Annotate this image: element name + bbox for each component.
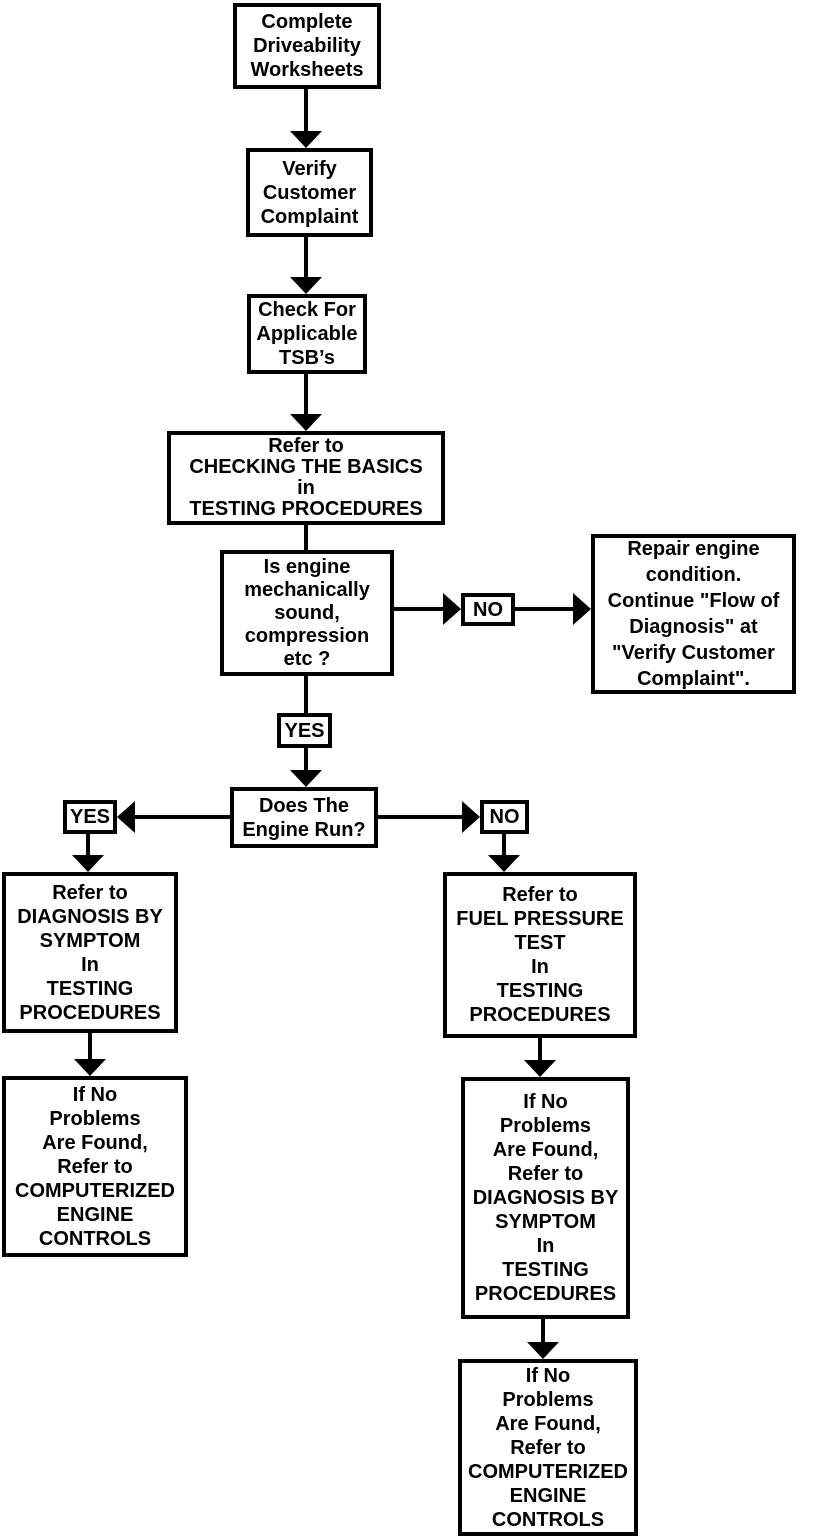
connector-engine-sound-to-no	[394, 607, 444, 611]
arrowhead-down-tsbs-to-basics	[290, 414, 322, 431]
node-if-no-problems-diagnosis-by-symptom: If No Problems Are Found, Refer to DIAGN…	[461, 1077, 630, 1319]
connector-no-to-fuel-pressure	[502, 834, 506, 856]
connector-no-to-repair	[515, 607, 574, 611]
connector-engine-run-to-no	[378, 815, 463, 819]
arrowhead-down-no-to-fuel-pressure	[488, 855, 520, 872]
node-is-engine-mechanically-sound: Is engine mechanically sound, compressio…	[220, 550, 394, 676]
node-refer-checking-the-basics: Refer to CHECKING THE BASICS in TESTING …	[167, 431, 445, 525]
node-complete-driveability-worksheets: Complete Driveability Worksheets	[233, 3, 381, 89]
connector-fuel-pressure-to-diagnosis-symptom	[538, 1038, 542, 1061]
arrowhead-down-diagnosis-symptom-to-computerized-left	[74, 1059, 106, 1076]
arrowhead-down-verify-to-tsbs	[290, 277, 322, 294]
node-refer-fuel-pressure-test: Refer to FUEL PRESSURE TEST In TESTING P…	[443, 872, 637, 1038]
arrowhead-right-engine-run-to-no	[462, 801, 480, 833]
arrowhead-right-no-to-repair	[573, 593, 591, 625]
label-yes-engine-sound: YES	[277, 713, 332, 748]
label-no-engine-sound: NO	[461, 593, 515, 626]
connector-worksheets-to-verify	[304, 89, 308, 132]
connector-diagnosis-symptom-to-computerized-left	[88, 1033, 92, 1060]
arrowhead-down-yes-to-diagnosis-symptom	[72, 855, 104, 872]
arrowhead-down-yes-to-engine-run	[290, 770, 322, 787]
connector-diagnosis-symptom-to-computerized-right	[541, 1319, 545, 1343]
node-does-the-engine-run: Does The Engine Run?	[230, 787, 378, 848]
node-refer-diagnosis-by-symptom: Refer to DIAGNOSIS BY SYMPTOM In TESTING…	[2, 872, 178, 1033]
node-if-no-problems-computerized-right: If No Problems Are Found, Refer to COMPU…	[458, 1359, 638, 1536]
label-yes-engine-run: YES	[63, 800, 117, 834]
connector-tsbs-to-basics	[304, 374, 308, 415]
node-if-no-problems-computerized-left: If No Problems Are Found, Refer to COMPU…	[2, 1076, 188, 1257]
node-repair-engine-condition: Repair engine condition. Continue "Flow …	[591, 534, 796, 694]
connector-yes-to-engine-run	[304, 748, 308, 771]
connector-engine-sound-to-yes	[304, 676, 308, 713]
connector-yes-to-diagnosis-symptom	[86, 834, 90, 856]
arrowhead-down-fuel-pressure-to-diagnosis-symptom	[524, 1060, 556, 1077]
connector-basics-to-engine-sound	[304, 525, 308, 550]
arrowhead-down-worksheets-to-verify	[290, 131, 322, 148]
label-no-engine-run: NO	[480, 800, 529, 834]
arrowhead-left-engine-run-to-yes	[117, 801, 135, 833]
node-check-for-applicable-tsbs: Check For Applicable TSB’s	[247, 294, 367, 374]
node-verify-customer-complaint: Verify Customer Complaint	[246, 148, 373, 237]
connector-verify-to-tsbs	[304, 237, 308, 278]
arrowhead-right-engine-sound-to-no	[443, 593, 461, 625]
connector-engine-run-to-yes	[135, 815, 230, 819]
arrowhead-down-diagnosis-symptom-to-computerized-right	[527, 1342, 559, 1359]
